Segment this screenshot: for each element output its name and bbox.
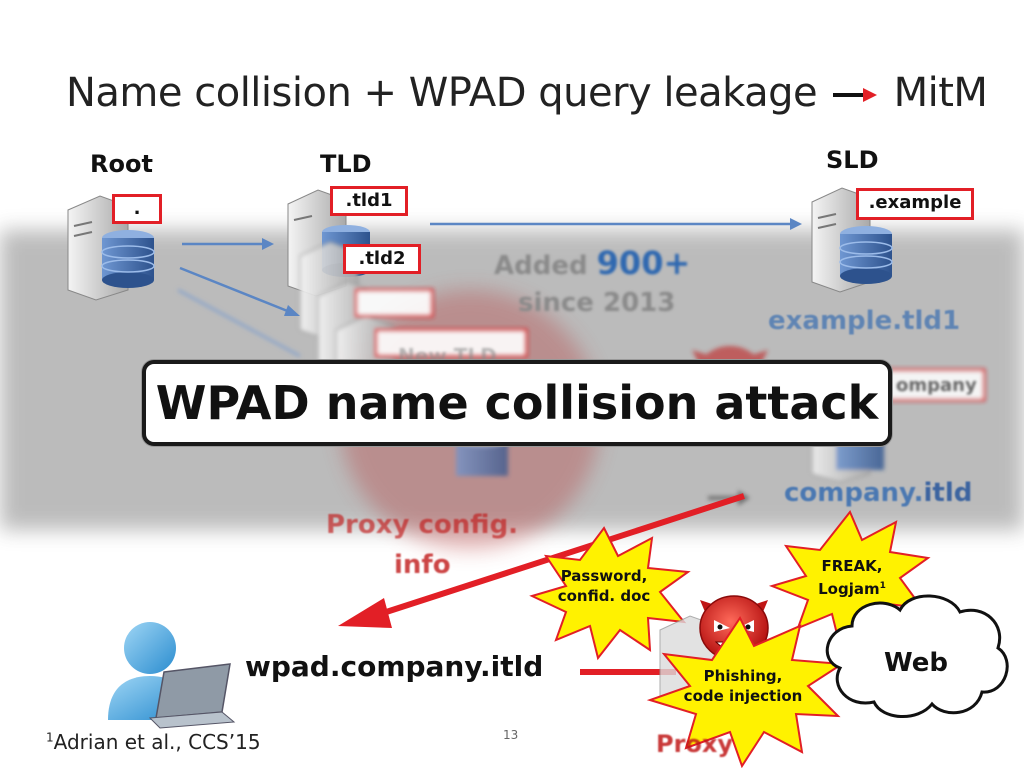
web-cloud-icon: [825, 594, 1009, 718]
added-line1: Added 900+: [494, 244, 691, 282]
phishing-star-icon: [646, 616, 846, 768]
password-star-label: Password, confid. doc: [557, 567, 651, 605]
root-label: .: [112, 194, 162, 224]
password-star-icon: [529, 526, 691, 661]
attack-banner: WPAD name collision attack: [142, 360, 892, 446]
example-label: .example: [856, 188, 974, 220]
example-domain: example.tld1: [768, 306, 961, 336]
tld1-label: .tld1: [330, 186, 408, 216]
tld2-label: .tld2: [343, 244, 421, 274]
footnote: 1Adrian et al., CCS’15: [46, 730, 261, 754]
sld-server-icon: [811, 187, 893, 293]
proxy-partial: Proxy: [656, 730, 734, 758]
added-count: 900+: [596, 244, 691, 282]
sld-heading: SLD: [826, 146, 879, 174]
company-domain: company.itld: [784, 478, 973, 508]
page-number: 13: [503, 728, 519, 742]
red-arrow-to-user: [338, 493, 745, 628]
root-to-tld-arrows: [177, 238, 301, 357]
root-server-icon: [67, 195, 155, 301]
right-arrow-icon: [833, 88, 878, 102]
web-cloud-label: Web: [884, 648, 948, 678]
phishing-star-label: Phishing, code injection: [683, 667, 803, 705]
wpad-domain: wpad.company.itld: [245, 650, 544, 683]
title-left: Name collision + WPAD query leakage: [66, 70, 818, 116]
freak-star-label: FREAK, Logjam1: [818, 557, 886, 598]
tld-to-sld-arrow: [430, 218, 802, 230]
tld-heading: TLD: [320, 150, 372, 178]
proxy-config-line1: Proxy config.: [326, 510, 519, 540]
user-icon: [108, 622, 236, 729]
title-right: MitM: [893, 70, 988, 116]
proxy-config-line2: info: [394, 550, 451, 580]
root-heading: Root: [90, 150, 153, 178]
added-line2: since 2013: [518, 288, 676, 318]
slide-title: Name collision + WPAD query leakage MitM: [66, 70, 988, 116]
company-partial: ompany: [896, 375, 977, 396]
